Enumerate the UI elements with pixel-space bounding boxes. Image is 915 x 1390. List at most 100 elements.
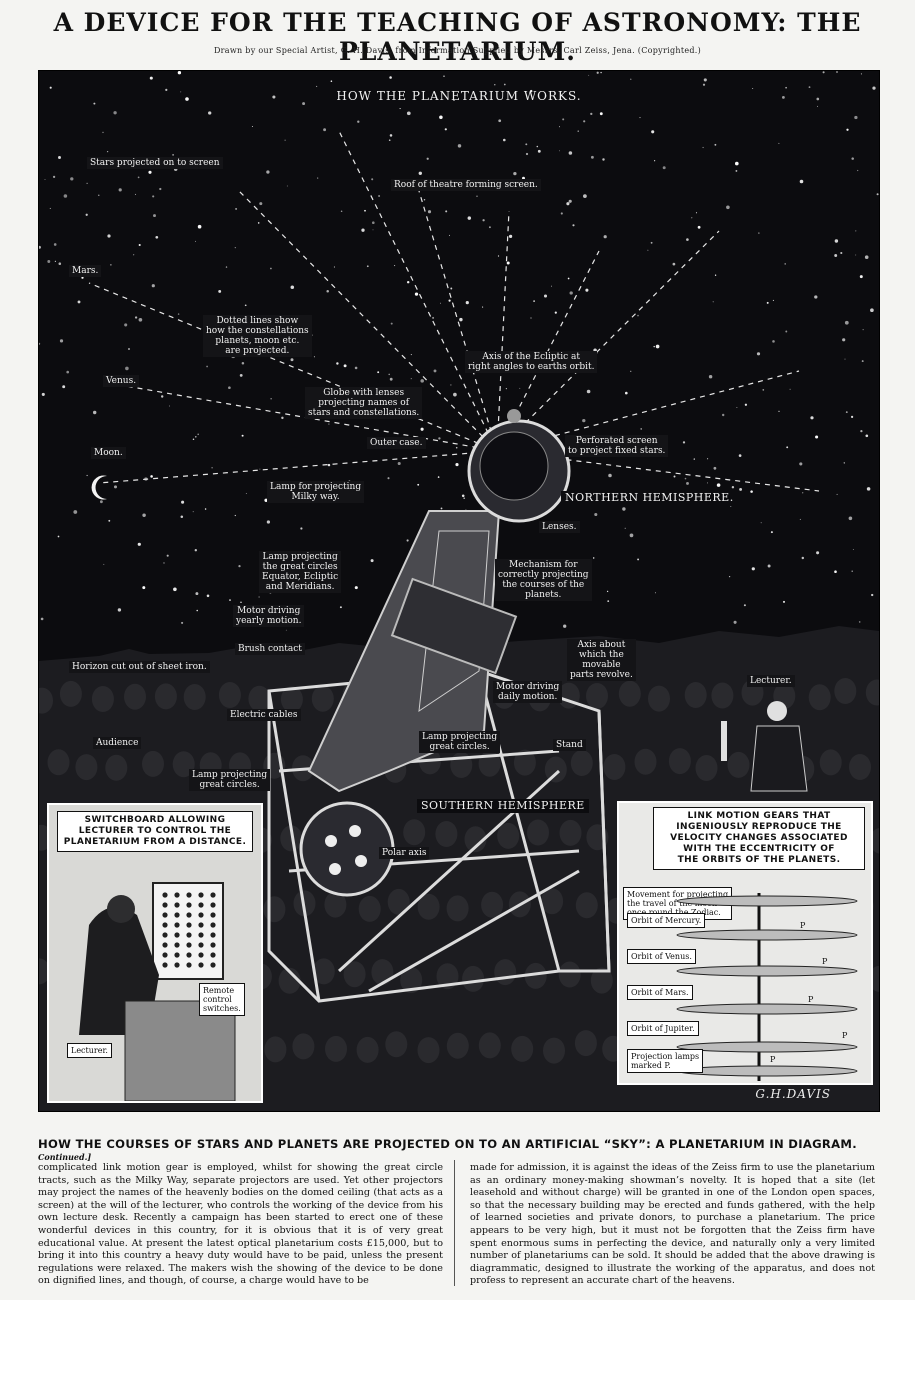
switch-knob	[210, 902, 216, 908]
star	[672, 262, 676, 266]
audience-head	[400, 967, 423, 994]
star	[150, 475, 153, 478]
star	[855, 254, 857, 256]
star	[686, 481, 689, 485]
star	[608, 473, 612, 478]
star	[455, 446, 458, 449]
star	[100, 500, 103, 504]
audience-head	[865, 679, 879, 706]
star	[177, 313, 180, 315]
star	[758, 232, 760, 234]
star	[465, 301, 469, 305]
star	[488, 226, 491, 229]
star	[844, 320, 849, 325]
label-lamp-great-circles-left: Lamp projecting great circles.	[189, 769, 271, 791]
audience-head	[544, 756, 567, 783]
switch-knob	[198, 962, 204, 968]
orbit-discs	[676, 895, 858, 1077]
star	[568, 151, 573, 155]
star	[420, 427, 424, 431]
star	[77, 300, 81, 304]
star	[106, 150, 109, 153]
star	[333, 266, 335, 268]
label-dotted-lines: Dotted lines show how the constellations…	[203, 315, 312, 357]
star	[107, 234, 111, 238]
star	[568, 199, 572, 203]
label-polar-axis: Polar axis	[379, 847, 430, 859]
orbit-disc	[676, 1003, 858, 1015]
star	[44, 179, 46, 180]
star	[257, 222, 260, 224]
star	[707, 482, 708, 484]
switch-knob	[186, 962, 192, 968]
star	[738, 454, 742, 457]
audience-head	[403, 819, 426, 846]
switch-knob	[174, 942, 180, 948]
star	[461, 494, 465, 498]
star	[133, 254, 135, 256]
star	[566, 202, 570, 206]
star	[414, 292, 419, 296]
star	[854, 115, 858, 120]
illustration-heading: HOW THE PLANETARIUM WORKS.	[336, 89, 582, 103]
star	[108, 519, 111, 522]
audience-head	[648, 685, 670, 712]
star	[673, 475, 676, 478]
star	[801, 556, 805, 560]
star	[537, 149, 541, 153]
star	[238, 564, 241, 568]
star	[241, 434, 244, 437]
star	[558, 150, 560, 152]
star	[506, 261, 510, 265]
star	[583, 120, 586, 123]
star	[370, 559, 374, 563]
star	[234, 247, 236, 249]
star	[743, 604, 746, 607]
star	[714, 143, 717, 146]
star	[148, 170, 152, 174]
audience-head	[446, 895, 469, 922]
label-northern-hemisphere: NORTHERN HEMISPHERE.	[561, 491, 738, 505]
star	[343, 364, 347, 368]
gears-caption: LINK MOTION GEARS THAT INGENIOUSLY REPRO…	[653, 807, 865, 870]
switch-knob	[210, 922, 216, 928]
star	[264, 498, 268, 502]
star	[354, 586, 358, 590]
star	[195, 436, 197, 438]
star	[58, 156, 61, 159]
star	[290, 358, 294, 362]
star	[543, 294, 548, 298]
label-stand: Stand	[553, 739, 586, 751]
star	[437, 476, 440, 478]
star	[860, 73, 862, 75]
star	[876, 193, 879, 196]
audience-head	[324, 891, 347, 918]
projection-lamp-marker: P	[770, 1055, 776, 1064]
audience-head	[618, 680, 641, 707]
star	[751, 567, 755, 571]
switch-knob	[210, 932, 216, 938]
audience-head	[325, 1035, 347, 1062]
star	[577, 130, 579, 132]
audience-head	[586, 683, 608, 709]
star	[560, 212, 563, 215]
switch-knob	[186, 892, 192, 898]
audience-head	[124, 683, 146, 710]
label-perforated-screen: Perforated screen to project fixed stars…	[565, 435, 669, 457]
switch-knob	[186, 912, 192, 918]
projection-lamp-marker: P	[842, 1031, 848, 1040]
star	[63, 194, 68, 198]
star	[285, 629, 287, 631]
orbit-disc	[676, 965, 858, 977]
star	[585, 288, 589, 292]
star	[423, 199, 426, 201]
star	[389, 76, 392, 79]
projection-lamp-marker: P	[800, 921, 806, 930]
star	[602, 158, 605, 161]
star	[173, 587, 177, 592]
star	[760, 522, 762, 524]
star	[420, 379, 424, 383]
switch-knob	[186, 902, 192, 908]
star	[290, 285, 295, 290]
star	[258, 596, 260, 598]
